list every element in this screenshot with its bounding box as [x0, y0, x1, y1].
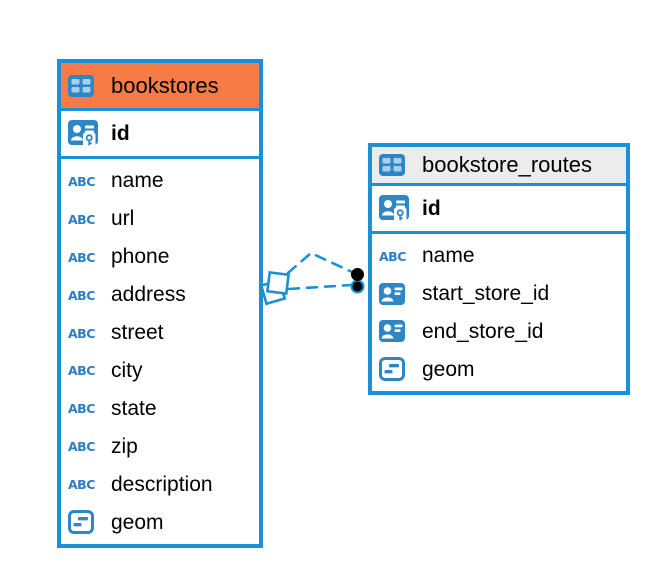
- field-name: address: [111, 283, 186, 307]
- relationship-square-marker[interactable]: [259, 270, 291, 306]
- field-row-name[interactable]: ABC name: [61, 162, 259, 200]
- text-column-icon: ABC: [68, 249, 102, 265]
- relationship-line-upper[interactable]: [286, 251, 354, 275]
- table-title: bookstore_routes: [422, 152, 592, 177]
- table-header[interactable]: bookstore_routes: [372, 147, 626, 186]
- relationship-line-lower[interactable]: [287, 283, 353, 291]
- foreign-key-icon: [379, 282, 413, 305]
- field-name: phone: [111, 245, 170, 269]
- field-row-start_store_id[interactable]: start_store_id: [372, 275, 626, 313]
- table-bookstore-routes[interactable]: bookstore_routes id ABC name start_store_i…: [368, 143, 630, 395]
- field-row-geom[interactable]: geom: [61, 503, 259, 541]
- field-name: url: [111, 207, 135, 231]
- field-row-description[interactable]: ABC description: [61, 465, 259, 503]
- field-name: zip: [111, 434, 138, 458]
- text-column-icon: ABC: [68, 362, 102, 378]
- foreign-key-icon: [379, 320, 413, 343]
- table-icon: [379, 154, 413, 176]
- primary-key-row[interactable]: id: [61, 111, 259, 159]
- field-row-state[interactable]: ABC state: [61, 389, 259, 427]
- text-column-icon: ABC: [68, 438, 102, 454]
- text-column-icon: ABC: [68, 173, 102, 189]
- field-row-geom[interactable]: geom: [372, 350, 626, 388]
- svg-text:ABC: ABC: [68, 288, 95, 303]
- field-name: state: [111, 396, 157, 420]
- field-name: end_store_id: [422, 319, 544, 343]
- primary-key-icon: [379, 194, 413, 223]
- field-row-zip[interactable]: ABC zip: [61, 427, 259, 465]
- svg-text:ABC: ABC: [68, 212, 95, 227]
- text-column-icon: ABC: [68, 400, 102, 416]
- field-name: start_store_id: [422, 282, 550, 306]
- text-column-icon: ABC: [68, 287, 102, 303]
- table-icon: [68, 74, 102, 97]
- field-row-end_store_id[interactable]: end_store_id: [372, 313, 626, 351]
- text-column-icon: ABC: [68, 211, 102, 227]
- svg-text:ABC: ABC: [68, 439, 95, 454]
- relationship-dot-marker[interactable]: [350, 268, 365, 294]
- svg-text:ABC: ABC: [379, 249, 406, 264]
- table-header[interactable]: bookstores: [61, 63, 259, 111]
- table-title: bookstores: [111, 72, 219, 98]
- field-row-phone[interactable]: ABC phone: [61, 238, 259, 276]
- primary-key-name: id: [111, 122, 130, 145]
- field-name: description: [111, 472, 213, 496]
- geometry-column-icon: [68, 510, 102, 535]
- field-row-url[interactable]: ABC url: [61, 200, 259, 238]
- field-name: name: [422, 244, 475, 268]
- field-row-address[interactable]: ABC address: [61, 276, 259, 314]
- field-row-name[interactable]: ABC name: [372, 237, 626, 275]
- svg-text:ABC: ABC: [68, 174, 95, 189]
- text-column-icon: ABC: [379, 248, 413, 264]
- primary-key-name: id: [422, 197, 441, 220]
- geometry-column-icon: [379, 357, 413, 382]
- field-row-city[interactable]: ABC city: [61, 352, 259, 390]
- field-name: street: [111, 321, 164, 345]
- primary-key-row[interactable]: id: [372, 186, 626, 234]
- svg-text:ABC: ABC: [68, 363, 95, 378]
- field-name: city: [111, 358, 143, 382]
- svg-text:ABC: ABC: [68, 477, 95, 492]
- field-name: name: [111, 169, 164, 193]
- field-row-street[interactable]: ABC street: [61, 314, 259, 352]
- svg-text:ABC: ABC: [68, 250, 95, 265]
- text-column-icon: ABC: [68, 476, 102, 492]
- field-name: geom: [111, 510, 164, 534]
- field-name: geom: [422, 357, 475, 381]
- primary-key-icon: [68, 119, 102, 148]
- text-column-icon: ABC: [68, 325, 102, 341]
- svg-text:ABC: ABC: [68, 326, 95, 341]
- svg-text:ABC: ABC: [68, 401, 95, 416]
